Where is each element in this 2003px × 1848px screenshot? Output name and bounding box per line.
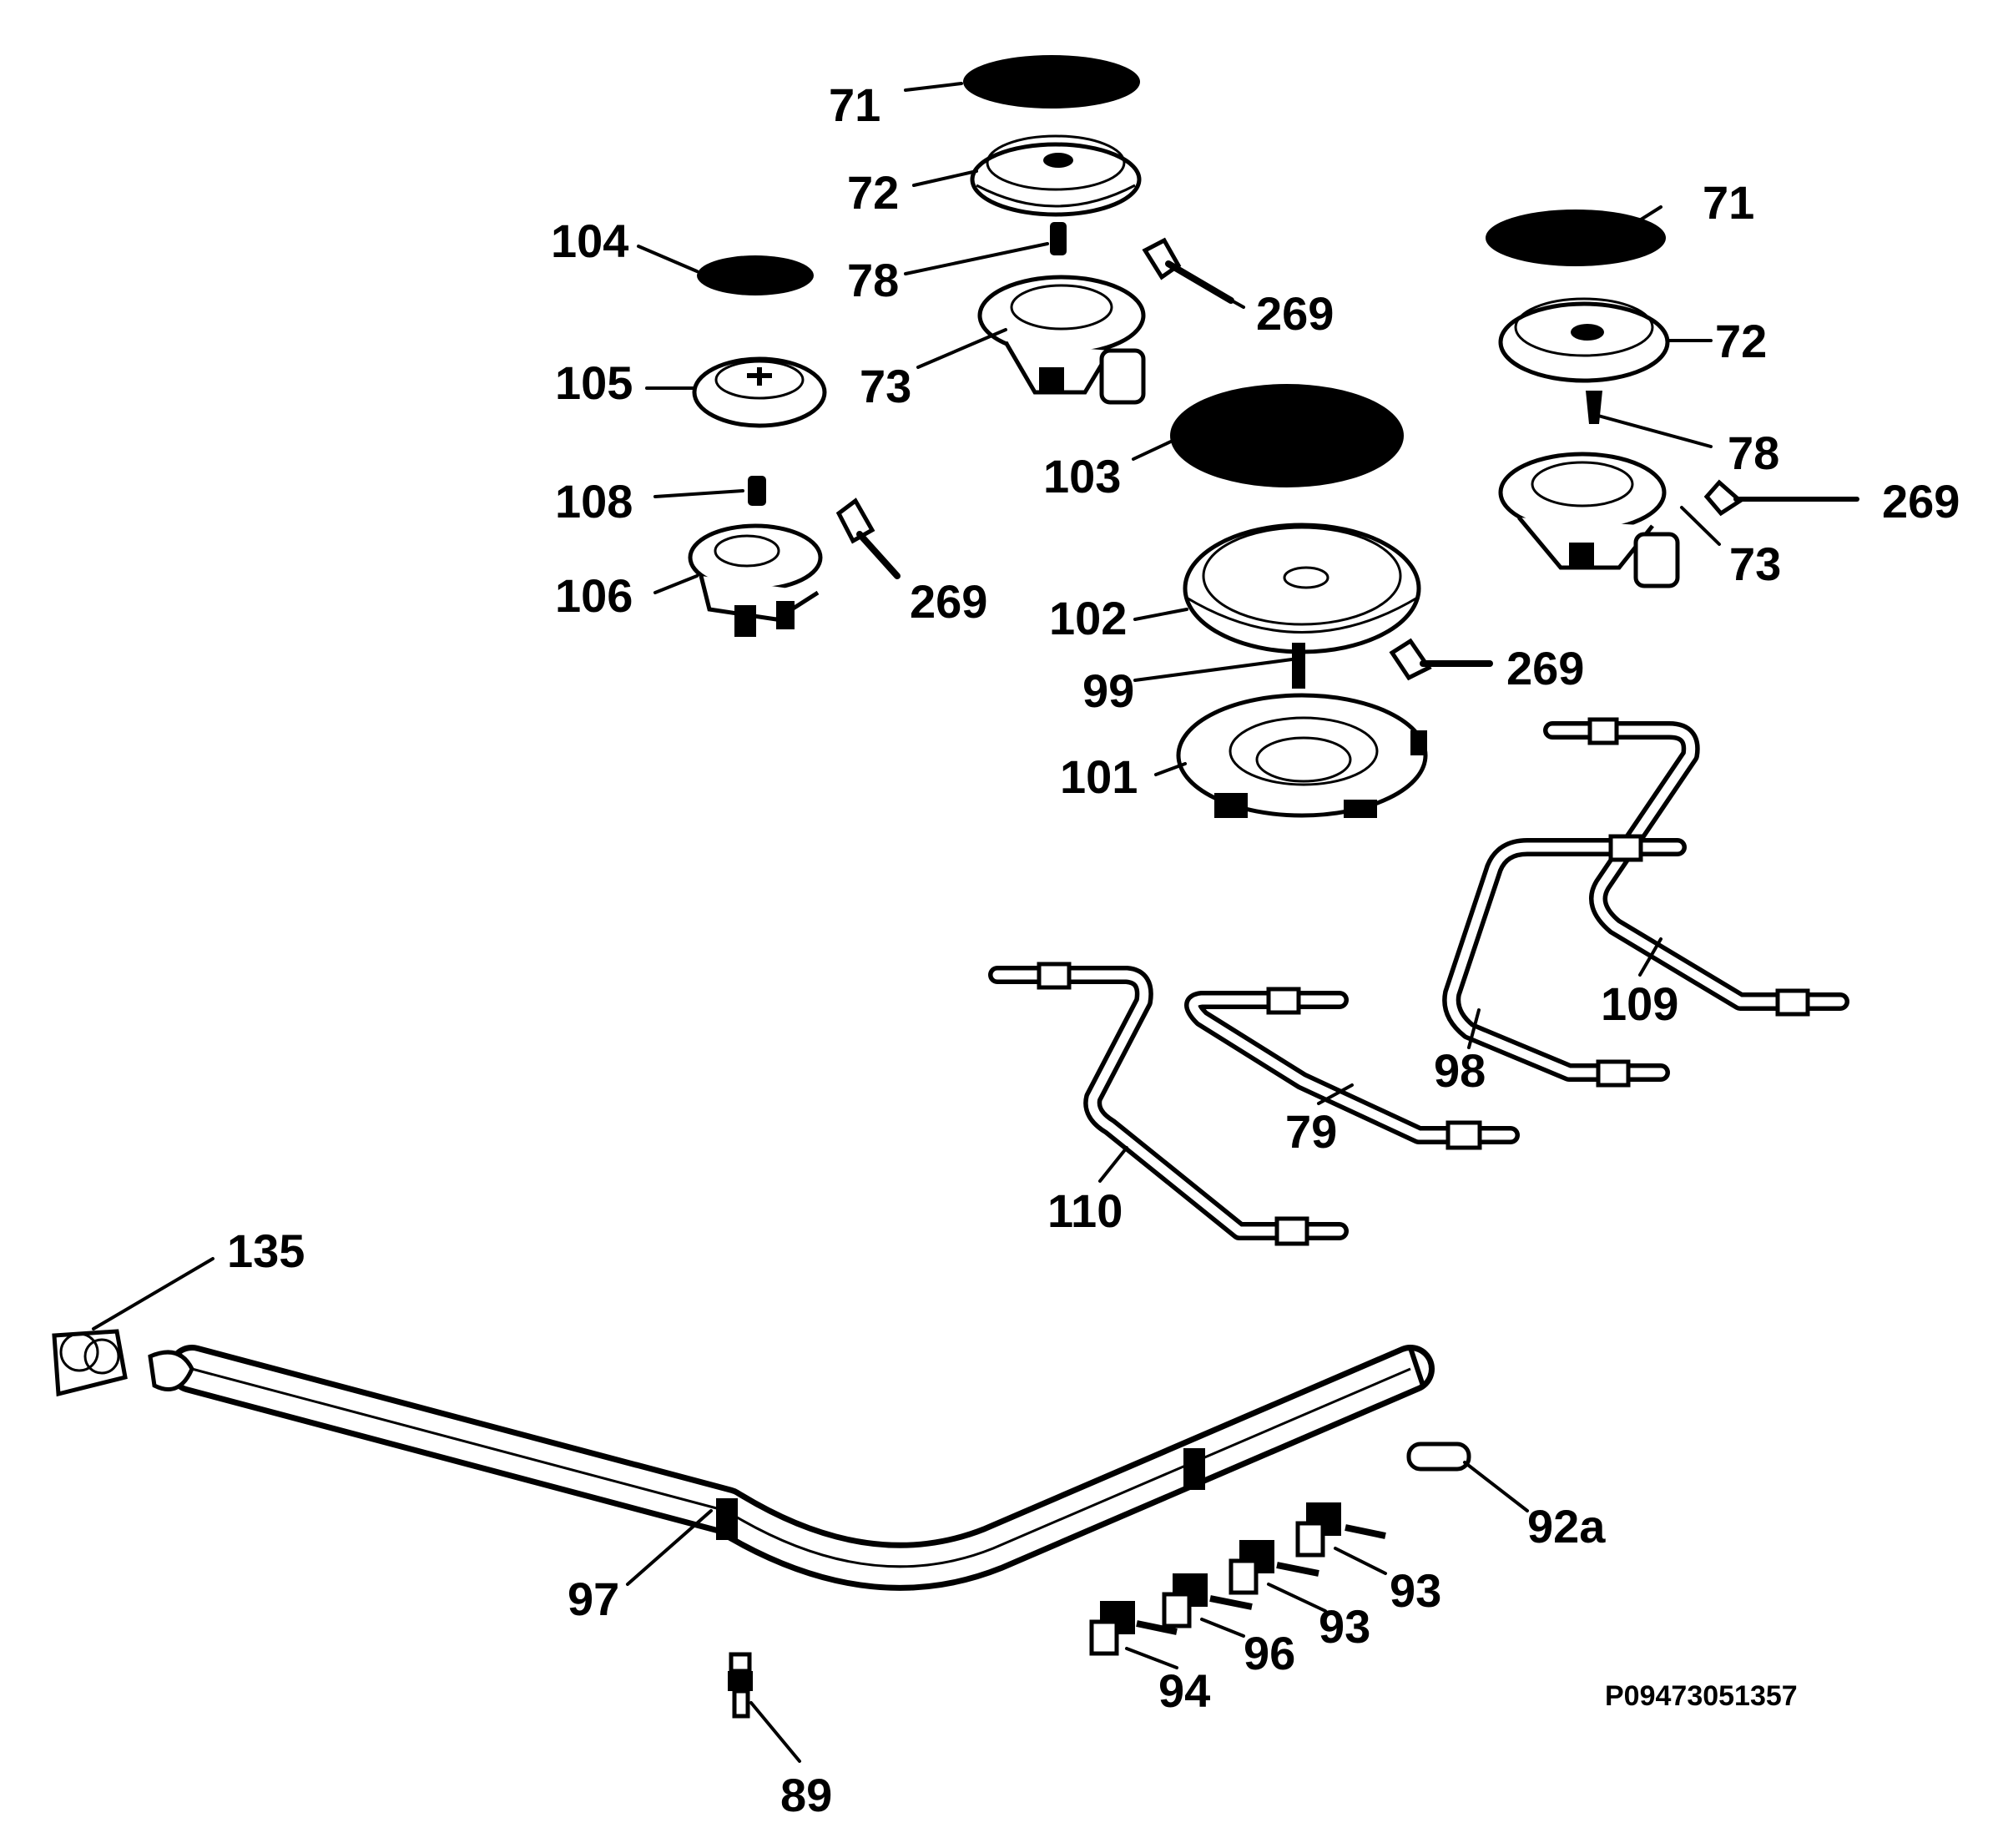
burner-cap-71-top — [963, 55, 1140, 109]
label-269-d: 269 — [1506, 642, 1584, 694]
burner-base-73-top — [977, 275, 1146, 405]
injector-108 — [748, 476, 766, 506]
label-269-a: 269 — [1256, 287, 1334, 340]
burner-crown-105 — [692, 356, 827, 428]
label-103: 103 — [1043, 450, 1121, 502]
electrode-269-b — [835, 497, 901, 579]
label-105: 105 — [555, 356, 633, 409]
label-78-right: 78 — [1728, 427, 1779, 479]
injector-78-right — [1586, 391, 1602, 424]
electrode-269-c — [1703, 479, 1859, 517]
label-101: 101 — [1060, 750, 1138, 803]
gas-manifold-97 — [168, 1345, 1435, 1591]
inlet-fitting-135 — [52, 1329, 194, 1397]
burner-base-101 — [1176, 693, 1428, 818]
label-94: 94 — [1158, 1664, 1210, 1717]
label-110: 110 — [1047, 1184, 1123, 1237]
valve-part-93-a — [1295, 1502, 1386, 1558]
injector-78-top — [1050, 222, 1067, 255]
label-73-right: 73 — [1729, 538, 1781, 590]
burner-crown-72-top — [970, 134, 1142, 217]
label-79: 79 — [1285, 1105, 1337, 1158]
label-71-right: 71 — [1703, 176, 1754, 229]
reference-code: P09473051357 — [1605, 1680, 1798, 1712]
label-89: 89 — [780, 1769, 832, 1821]
gas-pipe-98 — [1442, 834, 1687, 1088]
burner-cap-103 — [1170, 384, 1404, 487]
label-72-top: 72 — [847, 166, 899, 219]
leader-lines — [92, 82, 1721, 1763]
label-109: 109 — [1601, 977, 1678, 1030]
label-71-top: 71 — [829, 78, 880, 131]
valve-part-94 — [1089, 1601, 1178, 1656]
valve-part-96 — [1162, 1573, 1253, 1628]
burner-crown-72-right — [1498, 297, 1670, 383]
label-98: 98 — [1434, 1044, 1486, 1097]
label-99: 99 — [1082, 664, 1134, 717]
gasket-92a — [1406, 1442, 1471, 1472]
burner-base-73-right — [1498, 452, 1680, 588]
burner-cap-104 — [697, 255, 814, 295]
label-269-b: 269 — [910, 575, 987, 628]
label-108: 108 — [555, 475, 633, 528]
label-73-top: 73 — [860, 360, 911, 412]
part-89 — [728, 1652, 753, 1719]
label-106: 106 — [555, 569, 633, 622]
label-102: 102 — [1049, 592, 1127, 644]
label-135: 135 — [227, 1224, 305, 1277]
gas-pipe-110 — [988, 962, 1349, 1246]
injector-99 — [1292, 643, 1305, 689]
label-72-right: 72 — [1715, 315, 1767, 367]
burner-crown-102 — [1183, 523, 1421, 654]
label-93-b: 93 — [1319, 1600, 1370, 1653]
gas-pipe-109 — [1543, 717, 1849, 1017]
burner-base-106 — [688, 523, 823, 637]
gas-pipe-79 — [1184, 987, 1520, 1150]
label-96: 96 — [1244, 1627, 1295, 1679]
label-97: 97 — [568, 1573, 619, 1625]
label-93-a: 93 — [1390, 1564, 1441, 1617]
valve-part-93-b — [1229, 1540, 1319, 1595]
burner-cap-71-right — [1486, 210, 1666, 266]
label-104: 104 — [551, 215, 628, 267]
label-269-c: 269 — [1882, 475, 1960, 528]
label-78-top: 78 — [847, 254, 899, 306]
label-92a: 92a — [1527, 1500, 1606, 1553]
electrode-269-d — [1389, 638, 1493, 681]
